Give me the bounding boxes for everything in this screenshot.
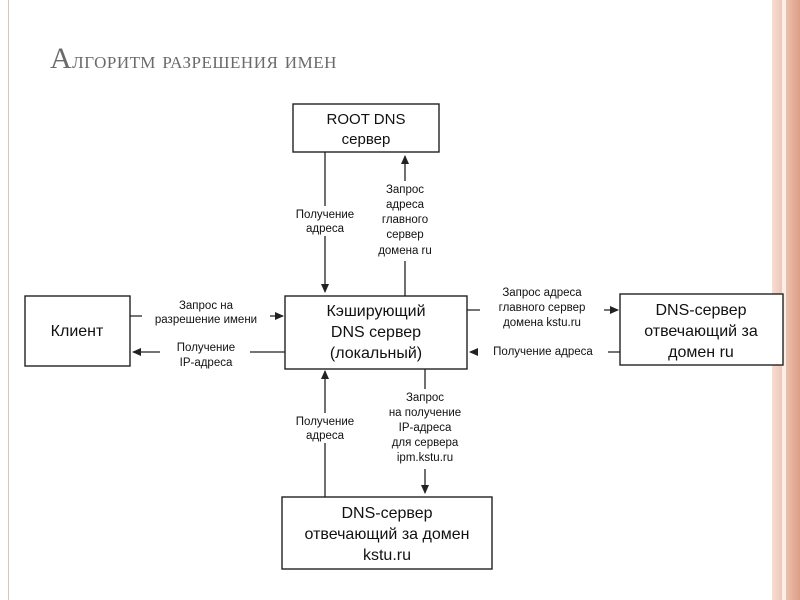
label-cache-to-client: Получение IP-адреса <box>160 340 250 370</box>
label-root-to-cache-line-2: адреса <box>306 223 345 235</box>
node-dns-ru: DNS-сервер отвечающий за домен ru <box>619 293 784 366</box>
node-client-label: Клиент <box>51 323 104 340</box>
decorative-stripe-highlight <box>782 0 786 600</box>
label-cache-to-root-line-5: домена ru <box>378 245 432 257</box>
label-cache-to-ru: Запрос адреса главного сервер домена kst… <box>480 285 604 331</box>
label-ru-to-cache-line-1: Получение адреса <box>493 346 593 358</box>
label-cache-to-client-line-1: Получение <box>177 342 235 354</box>
label-cache-to-ru-line-1: Запрос адреса <box>502 287 582 299</box>
slide-title: Алгоритм разрешения имен <box>50 42 337 76</box>
label-root-to-cache-line-1: Получение <box>296 209 354 221</box>
label-ru-to-cache: Получение адреса <box>478 343 608 359</box>
label-client-to-cache-line-2: разрешение имени <box>155 314 257 326</box>
label-cache-to-client-line-2: IP-адреса <box>180 357 233 369</box>
label-cache-to-kstu: Запрос на получение IP-адреса для сервер… <box>372 389 478 469</box>
node-dns-kstu: DNS-сервер отвечающий за домен kstu.ru <box>281 496 493 570</box>
label-kstu-to-cache: Получение адреса <box>286 413 364 443</box>
label-cache-to-ru-line-3: домена kstu.ru <box>503 317 581 329</box>
label-root-to-cache: Получение адреса <box>286 206 364 236</box>
label-kstu-to-cache-line-2: адреса <box>306 430 345 442</box>
slide-title-rest: лгоритм разрешения имен <box>72 48 337 74</box>
label-cache-to-kstu-line-4: для сервера <box>392 437 459 449</box>
node-root-dns: ROOT DNS сервер <box>292 103 440 153</box>
label-client-to-cache-line-1: Запрос на <box>179 300 234 312</box>
node-caching-dns-line-3: (локальный) <box>330 345 422 362</box>
node-client: Клиент <box>24 295 131 367</box>
node-caching-dns-line-1: Кэширующий <box>326 303 425 320</box>
label-cache-to-root-line-2: адреса <box>386 199 425 211</box>
label-cache-to-root: Запрос адреса главного сервер домена ru <box>364 181 446 261</box>
label-kstu-to-cache-line-1: Получение <box>296 416 354 428</box>
node-dns-ru-line-3: домен ru <box>668 344 734 361</box>
node-caching-dns: Кэширующий DNS сервер (локальный) <box>284 295 468 370</box>
node-caching-dns-line-2: DNS сервер <box>331 324 421 341</box>
node-dns-ru-line-2: отвечающий за <box>644 323 758 340</box>
slide-title-initial: А <box>50 42 73 75</box>
node-dns-kstu-line-2: отвечающий за домен <box>305 526 470 543</box>
node-root-dns-line-1: ROOT DNS <box>327 111 406 128</box>
label-cache-to-root-line-3: главного <box>382 214 428 226</box>
node-dns-ru-line-1: DNS-сервер <box>655 302 746 319</box>
label-cache-to-root-line-1: Запрос <box>386 184 424 196</box>
label-cache-to-kstu-line-2: на получение <box>389 407 461 419</box>
label-cache-to-ru-line-2: главного сервер <box>499 302 586 314</box>
node-root-dns-line-2: сервер <box>342 131 391 148</box>
label-cache-to-kstu-line-5: ipm.kstu.ru <box>397 452 453 464</box>
node-dns-kstu-line-1: DNS-сервер <box>341 505 432 522</box>
label-cache-to-root-line-4: сервер <box>386 229 423 241</box>
label-cache-to-kstu-line-3: IP-адреса <box>399 422 452 434</box>
label-cache-to-kstu-line-1: Запрос <box>406 392 444 404</box>
node-dns-kstu-line-3: kstu.ru <box>363 547 411 564</box>
label-client-to-cache: Запрос на разрешение имени <box>142 298 270 328</box>
